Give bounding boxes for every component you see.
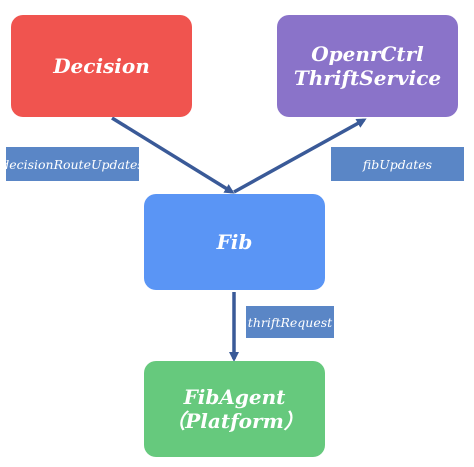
edge-label-decision-route-updates-text: decisionRouteUpdates — [1, 156, 144, 172]
edge-label-decision-route-updates: decisionRouteUpdates — [1, 147, 144, 181]
openrctrl-node-label-line2: ThriftService — [293, 66, 442, 90]
arrow-decision-to-fib — [111, 116, 235, 194]
edge-label-thrift-request-text: thriftRequest — [247, 314, 333, 330]
fibagent-node-label-line1: FibAgent — [183, 385, 286, 409]
fib-node-label: Fib — [216, 230, 253, 254]
edge-label-fib-updates-text: fibUpdates — [362, 156, 433, 172]
fib-node: Fib — [144, 194, 325, 290]
openrctrl-node-label-line1: OpenrCtrl — [311, 42, 424, 66]
decision-node: Decision — [11, 15, 192, 117]
fibagent-platform-node: FibAgent （Platform） — [144, 361, 325, 457]
fibagent-node-label-line2: （Platform） — [165, 409, 304, 433]
edge-label-fib-updates: fibUpdates — [331, 147, 464, 181]
decision-node-label: Decision — [53, 54, 150, 78]
edge-label-thrift-request: thriftRequest — [246, 306, 334, 338]
openrctrl-thriftservice-node: OpenrCtrl ThriftService — [277, 15, 458, 117]
arrow-fib-to-openrctrl — [233, 118, 367, 194]
